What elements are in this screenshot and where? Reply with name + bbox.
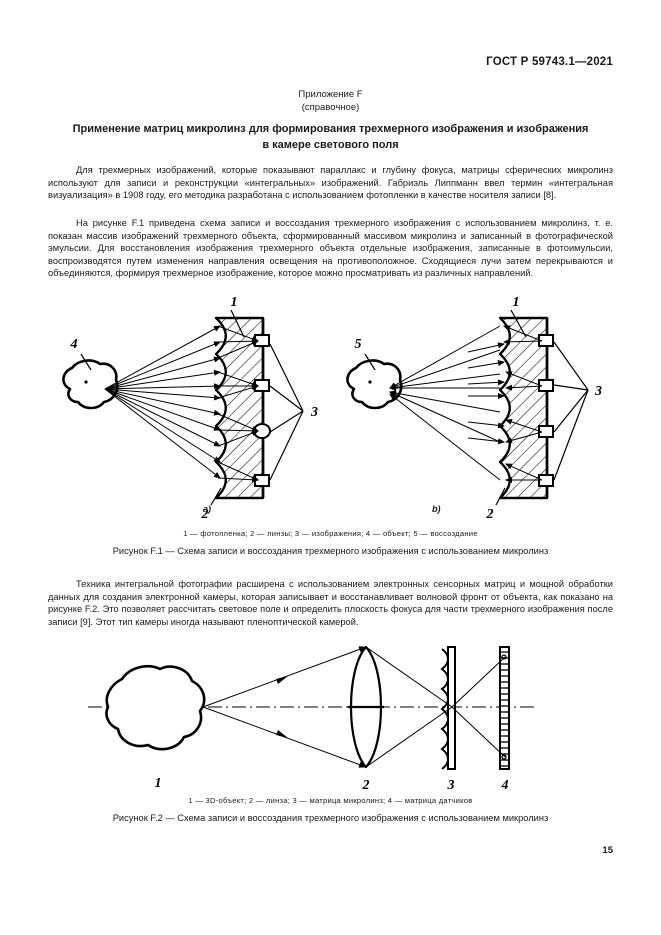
callout-f2-2: 2 xyxy=(362,778,370,793)
callout-a-4: 4 xyxy=(70,337,78,352)
focus-rays-f2 xyxy=(365,646,506,768)
sensor-array xyxy=(499,646,510,770)
callout-a-3: 3 xyxy=(310,405,318,420)
object-blob-b xyxy=(346,359,403,410)
converging-rays-b xyxy=(389,325,501,481)
annex-title-line-1: Применение матриц микролинз для формиров… xyxy=(72,123,589,135)
annex-title-line-2: в камере светового поля xyxy=(262,138,399,151)
callout-a-1: 1 xyxy=(231,295,238,310)
figure-f2: 1 2 3 4 xyxy=(48,645,613,793)
callout-b-2: 2 xyxy=(486,507,494,522)
internal-rays-b xyxy=(503,325,543,483)
callout-f2-1: 1 xyxy=(155,776,162,791)
figure-f1-panel-b: 1 2 3 5 xyxy=(346,295,602,522)
microlens-array-f2 xyxy=(440,646,456,770)
object-blob-a xyxy=(62,359,119,410)
ray-bundle-a xyxy=(104,325,221,479)
callout-f2-4: 4 xyxy=(501,778,509,793)
callout-leaders-b xyxy=(364,309,589,506)
figure-f2-caption: Рисунок F.2 — Схема записи и воссоздания… xyxy=(112,813,549,823)
callout-b-1: 1 xyxy=(513,295,520,310)
annex-heading: Приложение F (справочное) xyxy=(48,88,613,114)
figure-f1: 1 2 3 4 xyxy=(48,292,613,524)
object-blob-f2 xyxy=(105,665,206,751)
main-lens xyxy=(348,645,384,769)
figure-f1-legend: 1 — фотопленка; 2 — линзы; 3 — изображен… xyxy=(183,529,478,538)
annex-title: Применение матриц микролинз для формиров… xyxy=(48,122,613,153)
figure-f2-legend: 1 — 3D-объект; 2 — линза; 3 — матрица ми… xyxy=(188,796,473,805)
annex-label: Приложение F xyxy=(298,89,363,100)
paragraph-2: На рисунке F.1 приведена схема записи и … xyxy=(48,218,613,279)
page-number: 15 xyxy=(602,845,613,856)
callout-f2-3: 3 xyxy=(447,778,455,793)
paragraph-3: Техника интегральной фотографии расширен… xyxy=(48,579,613,627)
annex-kind: (справочное) xyxy=(301,102,360,113)
callout-a-2: 2 xyxy=(201,507,209,522)
sensor-hit-points xyxy=(501,654,507,760)
internal-rays-a xyxy=(217,325,259,483)
figure-f1-drawing: 1 2 3 4 xyxy=(62,295,602,522)
object-ray-arrowheads xyxy=(276,676,288,738)
callout-b-3: 3 xyxy=(594,384,602,399)
figure-f1-sublabel-a: a) xyxy=(203,504,212,514)
standard-code-header: ГОСТ Р 59743.1—2021 xyxy=(486,56,613,68)
figure-f1-panel-a: 1 2 3 4 xyxy=(62,295,318,522)
figure-f1-sublabel-b: b) xyxy=(432,504,441,514)
callout-b-5: 5 xyxy=(355,337,362,352)
figure-f2-drawing: 1 2 3 4 xyxy=(88,645,538,793)
callout-leaders-a xyxy=(80,309,304,506)
paragraph-1: Для трехмерных изображений, которые пока… xyxy=(48,165,613,201)
figure-f1-caption: Рисунок F.1 — Схема записи и воссоздания… xyxy=(112,546,549,556)
